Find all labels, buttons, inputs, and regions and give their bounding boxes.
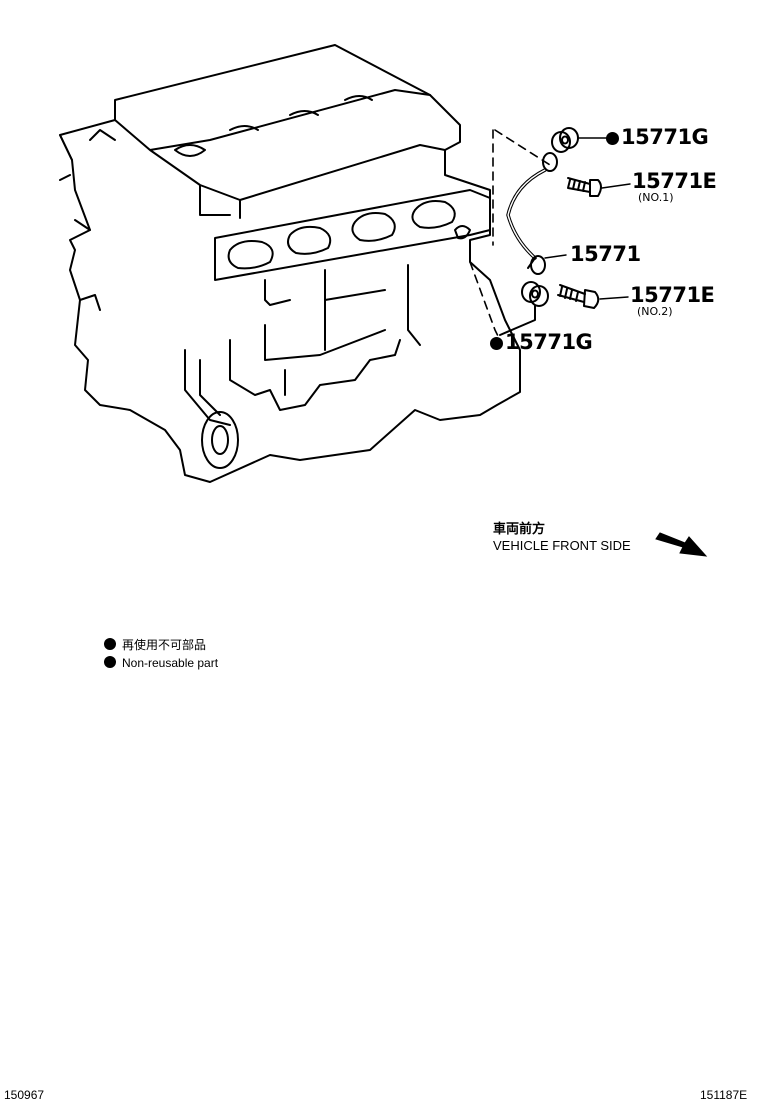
legend-en: Non-reusable part [104,656,218,670]
footer-right-code: 151187E [700,1088,748,1102]
gasket-lower [499,281,549,336]
bolt-no2 [557,284,600,309]
engine-block-outline [59,44,521,483]
legend-dot-icon [104,638,116,650]
callout-pipe: 15771 [570,242,641,266]
crank-pulley [201,411,239,469]
leader-lines [469,129,551,341]
direction-arrow [655,532,708,557]
non-reusable-dot-icon [606,132,619,145]
non-reusable-dot-icon [490,337,503,350]
manifold-flange [214,189,491,281]
engine-diagram [59,44,708,557]
callout-gasket-upper: 15771G [606,125,709,149]
callout-bolt-no1: 15771E [632,169,717,193]
direction-label-jp: 車両前方 [493,521,546,536]
callout-bolt-no1-sub: (NO.1) [638,191,674,204]
legend-dot-icon [104,656,116,668]
direction-label-en: VEHICLE FRONT SIDE [493,538,631,553]
legend-jp: 再使用不可部品 [104,636,206,653]
callout-bolt-no2: 15771E [630,283,715,307]
callout-gasket-lower: 15771G [490,330,593,354]
cam-cover [114,89,446,219]
callout-bolt-no2-sub: (NO.2) [637,305,673,318]
footer-left-code: 150967 [4,1088,45,1102]
gasket-upper [551,127,579,153]
bolt-no1 [567,177,602,197]
